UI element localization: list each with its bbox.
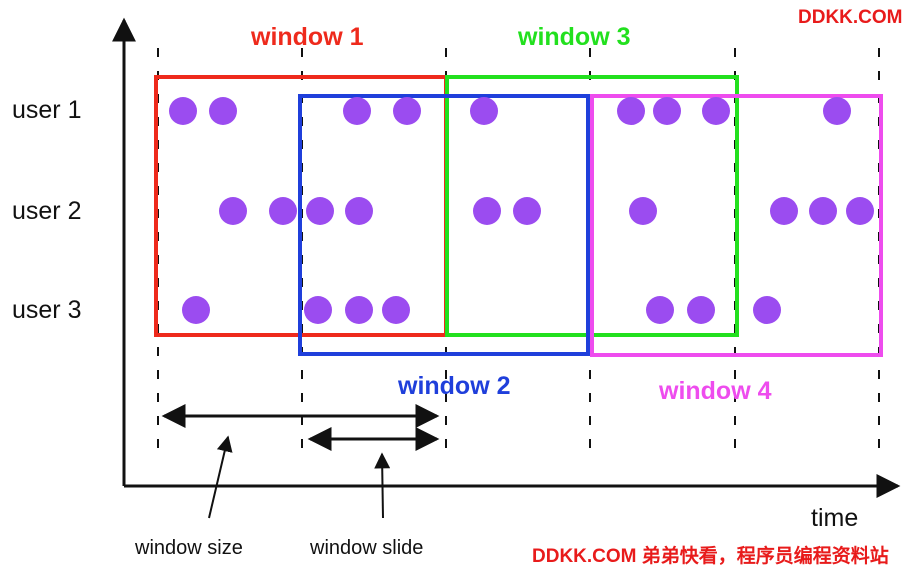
event-dot-user-2-6 (513, 197, 541, 225)
event-dot-user-3-4 (382, 296, 410, 324)
window-3-label: window 3 (517, 23, 631, 51)
window-slide-caption: window slide (309, 537, 423, 559)
event-dot-user-3-3 (345, 296, 373, 324)
event-dot-user-3-5 (646, 296, 674, 324)
event-dot-user-2-1 (219, 197, 247, 225)
event-dot-user-2-8 (770, 197, 798, 225)
time-axis-label: time (811, 504, 858, 532)
event-dot-user-2-7 (629, 197, 657, 225)
event-dot-user-3-7 (753, 296, 781, 324)
watermark-top: DDKK.COM (798, 7, 903, 28)
window-1-label: window 1 (250, 23, 364, 51)
event-dot-user-1-3 (343, 97, 371, 125)
event-dot-user-1-7 (653, 97, 681, 125)
event-dot-user-1-8 (702, 97, 730, 125)
window-2-rect (298, 94, 590, 356)
event-dot-user-2-4 (345, 197, 373, 225)
row-label-user-1: user 1 (12, 96, 81, 124)
event-dot-user-3-1 (182, 296, 210, 324)
event-dot-user-1-9 (823, 97, 851, 125)
window-4-rect (590, 94, 883, 357)
event-dot-user-1-6 (617, 97, 645, 125)
event-dot-user-2-5 (473, 197, 501, 225)
row-label-user-2: user 2 (12, 197, 81, 225)
window-size-caption: window size (134, 537, 243, 559)
window-2-label: window 2 (397, 372, 511, 400)
event-dot-user-3-6 (687, 296, 715, 324)
watermark-bottom: DDKK.COM 弟弟快看，程序员编程资料站 (532, 544, 889, 567)
event-dot-user-3-2 (304, 296, 332, 324)
event-dot-user-2-2 (269, 197, 297, 225)
event-dot-user-2-3 (306, 197, 334, 225)
window-size-pointer (208, 435, 233, 519)
event-dot-user-2-10 (846, 197, 874, 225)
row-label-user-3: user 3 (12, 296, 81, 324)
event-dot-user-1-4 (393, 97, 421, 125)
event-dot-user-1-5 (470, 97, 498, 125)
event-dot-user-2-9 (809, 197, 837, 225)
window-4-label: window 4 (658, 377, 772, 405)
event-dots (169, 97, 874, 324)
window-slide-pointer (374, 452, 391, 519)
window-rectangles (154, 75, 883, 357)
event-dot-user-1-2 (209, 97, 237, 125)
event-dot-user-1-1 (169, 97, 197, 125)
